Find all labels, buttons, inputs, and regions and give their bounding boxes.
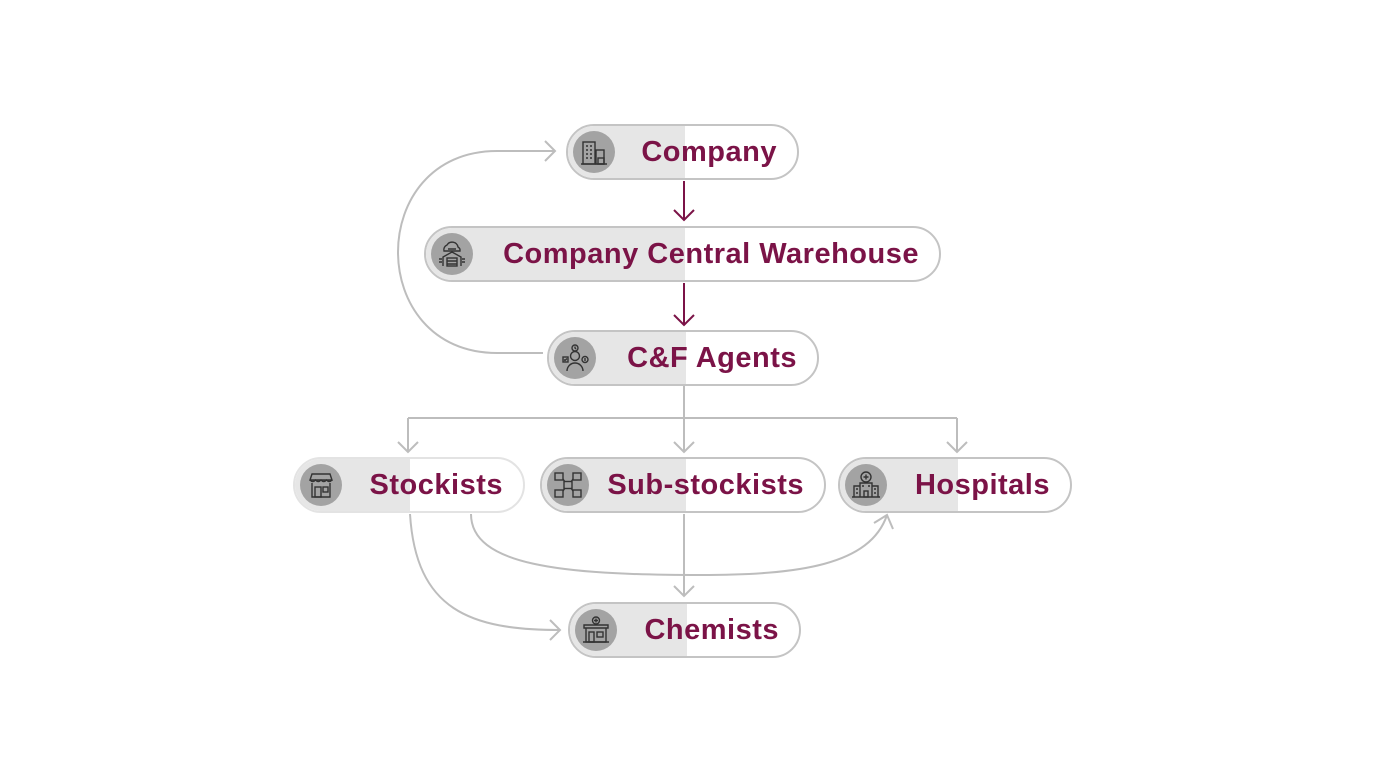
edge-cf-agents-split (408, 386, 957, 419)
storefront-icon (300, 464, 342, 506)
edge-cf-agents-to-company (397, 140, 557, 354)
edge-company-to-warehouse (673, 181, 695, 222)
pharmacy-icon (575, 609, 617, 651)
node-sub-stockists: Sub-stockists (540, 457, 826, 513)
node-label: C&F Agents (627, 341, 797, 374)
node-company-central-warehouse: Company Central Warehouse (424, 226, 941, 282)
node-label: Hospitals (914, 468, 1050, 501)
edge-cf-agents-to-hospitals (946, 418, 968, 454)
node-label: Sub-stockists (607, 468, 804, 501)
edge-cf-agents-to-stockists (397, 418, 419, 454)
edge-stockists-to-chemists (409, 513, 562, 641)
edge-sub-stockists-to-chemists (673, 514, 695, 598)
edge-warehouse-to-cf-agents (673, 283, 695, 327)
node-label: Company Central Warehouse (503, 237, 919, 270)
agent-person-icon (554, 337, 596, 379)
office-building-icon (573, 131, 615, 173)
node-label: Stockists (369, 468, 503, 501)
node-label: Company (641, 135, 777, 168)
node-chemists: Chemists (568, 602, 801, 658)
node-stockists: Stockists (293, 457, 525, 513)
network-stores-icon (547, 464, 589, 506)
edge-stockists-to-hospitals (470, 513, 894, 577)
node-label: Chemists (644, 613, 779, 646)
node-company: Company (566, 124, 799, 180)
hospital-icon (845, 464, 887, 506)
node-cf-agents: C&F Agents (547, 330, 819, 386)
edge-cf-agents-to-sub-stockists (673, 418, 695, 454)
node-hospitals: Hospitals (838, 457, 1072, 513)
cloud-warehouse-icon (431, 233, 473, 275)
